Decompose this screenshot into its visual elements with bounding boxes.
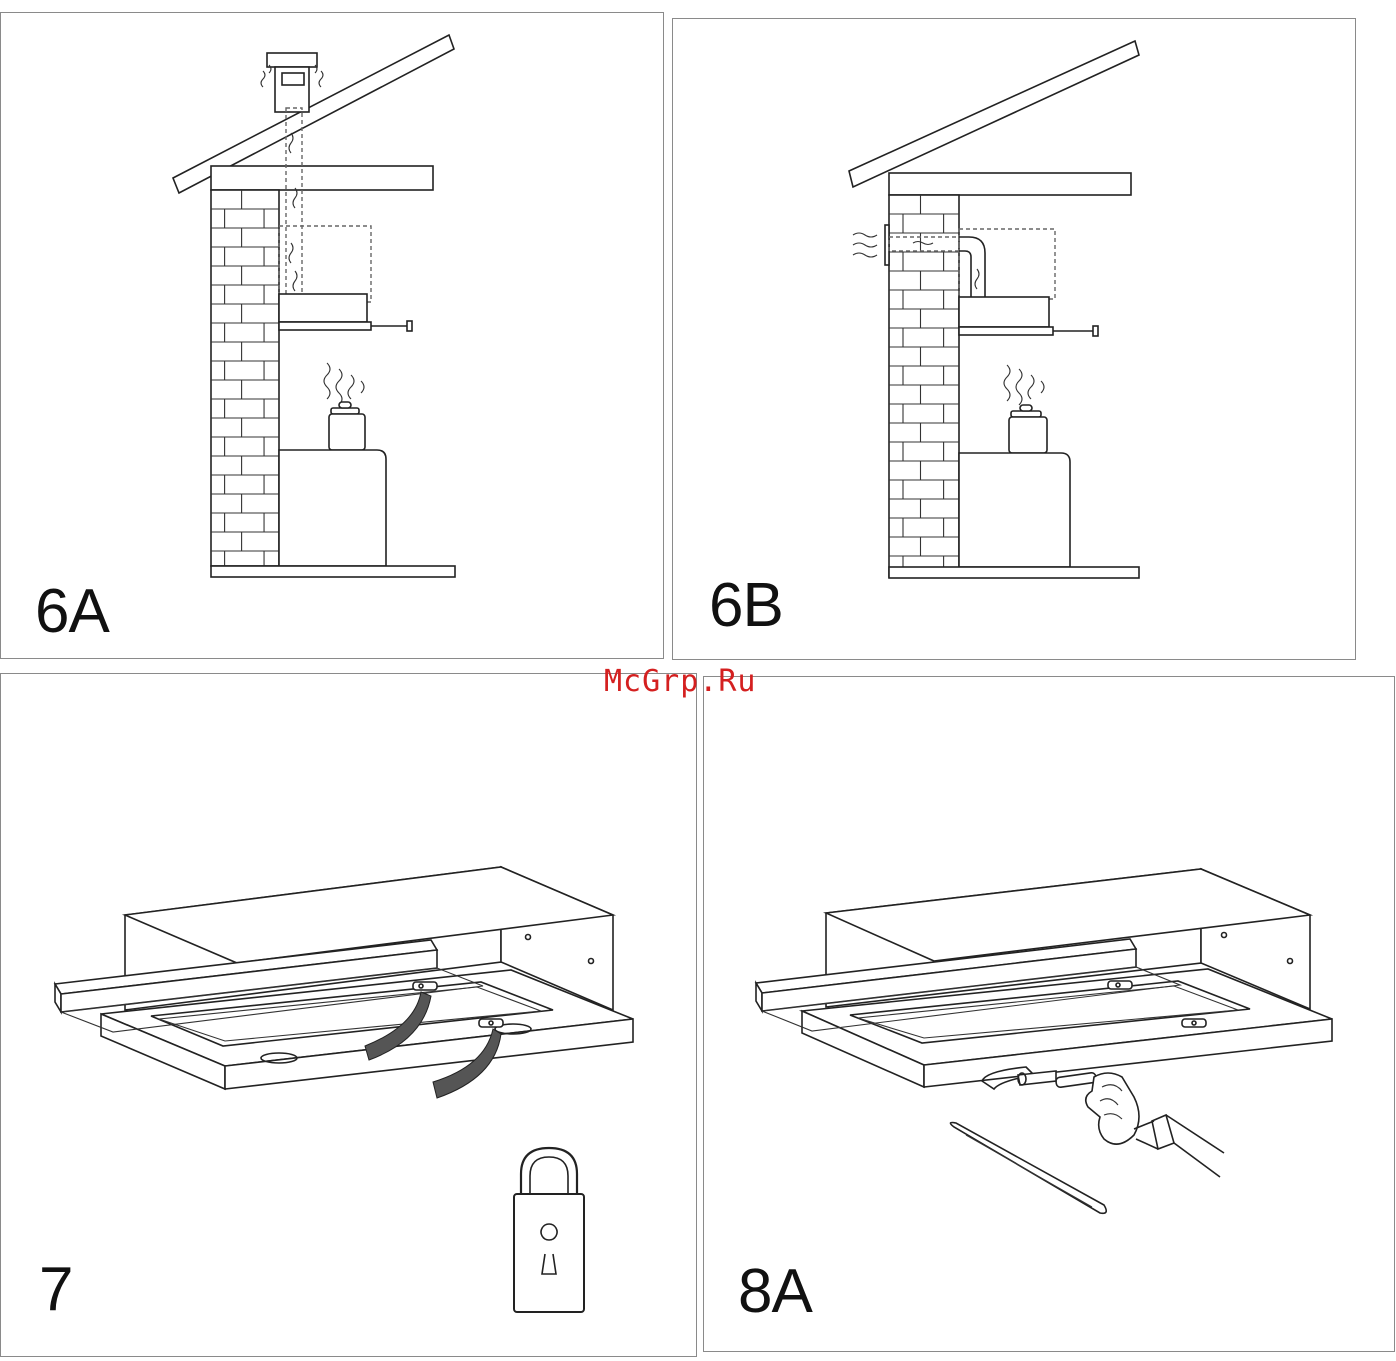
floor: [211, 566, 455, 577]
brick-wall: [211, 190, 279, 566]
watermark: McGrp.Ru: [604, 664, 757, 699]
panel-label: 6A: [35, 581, 109, 643]
panel-label: 8A: [738, 1261, 812, 1323]
pot-icon: [329, 402, 365, 450]
diagram-6b-wall-exhaust: [673, 19, 1357, 661]
brush-icon: [950, 1071, 1106, 1213]
pot-icon: [1009, 405, 1047, 453]
steam-icon: [324, 363, 364, 405]
steam-icon: [853, 233, 877, 257]
hand-icon: [1086, 1073, 1224, 1177]
range-hood: [55, 867, 633, 1098]
diagram-6a-chimney-exhaust: [1, 13, 665, 660]
brick-wall: [889, 195, 959, 577]
panel-6a: 6A: [0, 12, 664, 659]
hood-visor: [959, 327, 1053, 335]
range-hood: [756, 869, 1332, 1089]
diagram-7-hood-filter-lock: [1, 674, 698, 1358]
steam-icon: [1004, 365, 1044, 405]
floor: [889, 567, 1139, 578]
ceiling: [889, 173, 1131, 195]
chimney-cap: [267, 53, 317, 67]
panel-8a: 8A: [703, 676, 1395, 1352]
padlock-icon: [514, 1148, 584, 1312]
stove: [279, 450, 386, 566]
ceiling: [211, 166, 433, 190]
panel-6b: 6B: [672, 18, 1356, 660]
panel-label: 6B: [709, 575, 783, 637]
diagram-8a-hood-brush-cleaning: [704, 677, 1396, 1353]
hood-body: [959, 297, 1049, 327]
hood-visor: [279, 322, 371, 330]
stove: [959, 453, 1070, 567]
panel-7: 7: [0, 673, 697, 1357]
hood-body: [279, 294, 367, 322]
panel-label: 7: [39, 1259, 72, 1321]
roof: [849, 41, 1139, 187]
